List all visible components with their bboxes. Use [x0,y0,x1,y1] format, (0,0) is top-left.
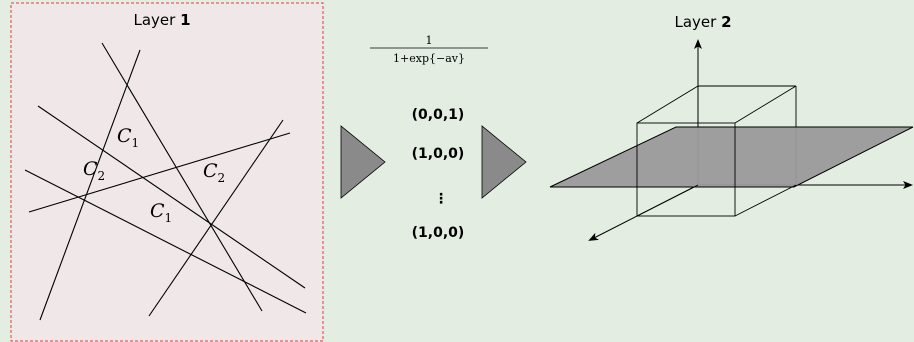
region-label-c2-right-subscript: 2 [218,171,226,185]
region-label-c1-top-letter: C [117,125,132,147]
layer2-title: Layer 2 [674,13,731,31]
layer1-panel-border [10,2,324,342]
code-vector-1: (0,0,1) [412,107,465,123]
region-label-c2-left-letter: C [83,158,98,180]
region-label-c1-bottom-letter: C [150,200,165,222]
code-vector-2: (1,0,0) [412,146,465,162]
hyperplane-line-2 [39,49,141,321]
region-label-c1-bottom-subscript: 1 [165,211,173,225]
layer1-title-number: 1 [180,11,190,29]
code-vector-list: (0,0,1) (1,0,0) ⋮ (1,0,0) [412,107,465,241]
layer2-title-number: 2 [721,13,731,31]
layer1-panel: Layer 1 C1 C2 C2 C1 [10,2,324,342]
region-label-c2-right: C2 [203,160,225,185]
region-label-c1-bottom: C1 [150,200,172,225]
region-label-c2-left-subscript: 2 [98,169,106,183]
hyperplane-line-3 [37,105,306,289]
region-label-c2-right-letter: C [203,160,218,182]
layer1-separating-lines [24,42,307,321]
hyperplane-line-4 [28,132,291,213]
region-label-c1-top: C1 [117,125,139,150]
layer1-title-word: Layer [133,11,176,29]
code-vector-ellipsis: ⋮ [434,191,448,207]
flow-arrow-left-icon [340,125,386,199]
cube-front-edges [636,85,797,217]
layer1-title: Layer 1 [133,11,190,29]
hyperplane-line-6 [148,119,284,317]
separating-plane [549,126,914,188]
activation-formula: 1 1+exp{−av} [370,34,488,65]
hyperplane-line-1 [101,42,263,312]
layer2-title-word: Layer [674,13,717,31]
hyperplane-line-5 [24,169,307,314]
code-vector-3: (1,0,0) [412,225,465,241]
flow-arrow-right-icon [481,125,527,199]
formula-numerator: 1 [426,34,433,47]
region-label-c2-left: C2 [83,158,105,183]
formula-denominator: 1+exp{−av} [393,52,465,65]
region-label-c1-top-subscript: 1 [132,136,140,150]
layer2-plot: Layer 2 [549,13,914,241]
